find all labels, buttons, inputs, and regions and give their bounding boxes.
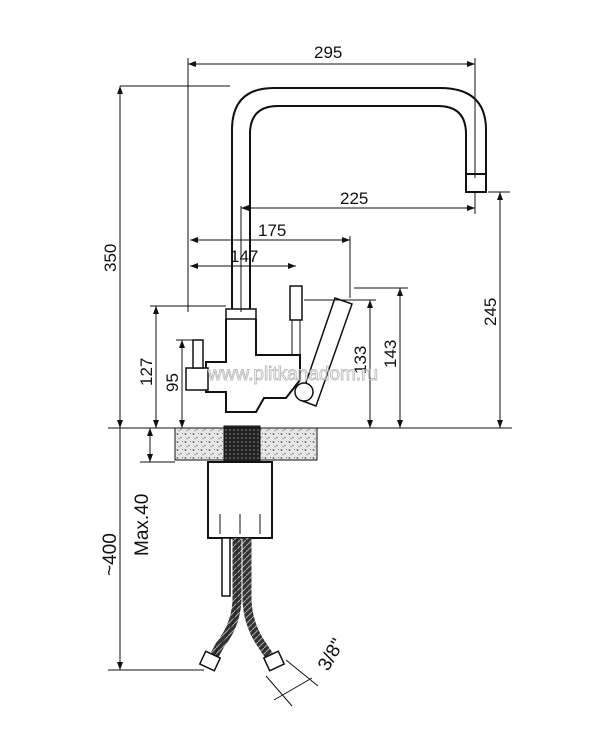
hose-nut-left [198,650,222,672]
supply-hoses [198,538,286,672]
dimension-arrows [117,61,503,670]
dim-295-label: 295 [314,43,342,62]
dim-225-label: 225 [340,189,368,208]
dim-350-label: 350 [101,244,120,272]
dimension-lines [108,58,512,707]
spout-aerator [465,173,487,193]
lever-handle-up [289,285,303,321]
filter-valve-body [185,367,209,391]
dim-175-label: 175 [258,221,286,240]
mounting-body [207,461,273,597]
dim-127-label: 127 [137,358,156,386]
hose-nut-right [262,650,286,672]
filter-valve-knob [192,339,204,369]
mounting-ring [223,425,261,463]
dim-143-label: 143 [381,340,400,368]
dim-400-label: ~400 [100,533,121,576]
dim-245-label: 245 [481,298,500,326]
dim-147-label: 147 [230,247,258,266]
dim-133-label: 133 [351,346,370,374]
dim-3-8-label: 3/8" [314,635,349,674]
faucet-spout [231,87,487,312]
dim-95-label: 95 [163,373,182,392]
faucet-base [185,285,353,413]
watermark-text: www.plitkanadom.ru [207,364,378,385]
countertop [174,425,318,463]
lever-handle-tilted [299,297,353,407]
filter-tube [221,537,231,597]
dim-max40-label: Max.40 [132,494,153,556]
